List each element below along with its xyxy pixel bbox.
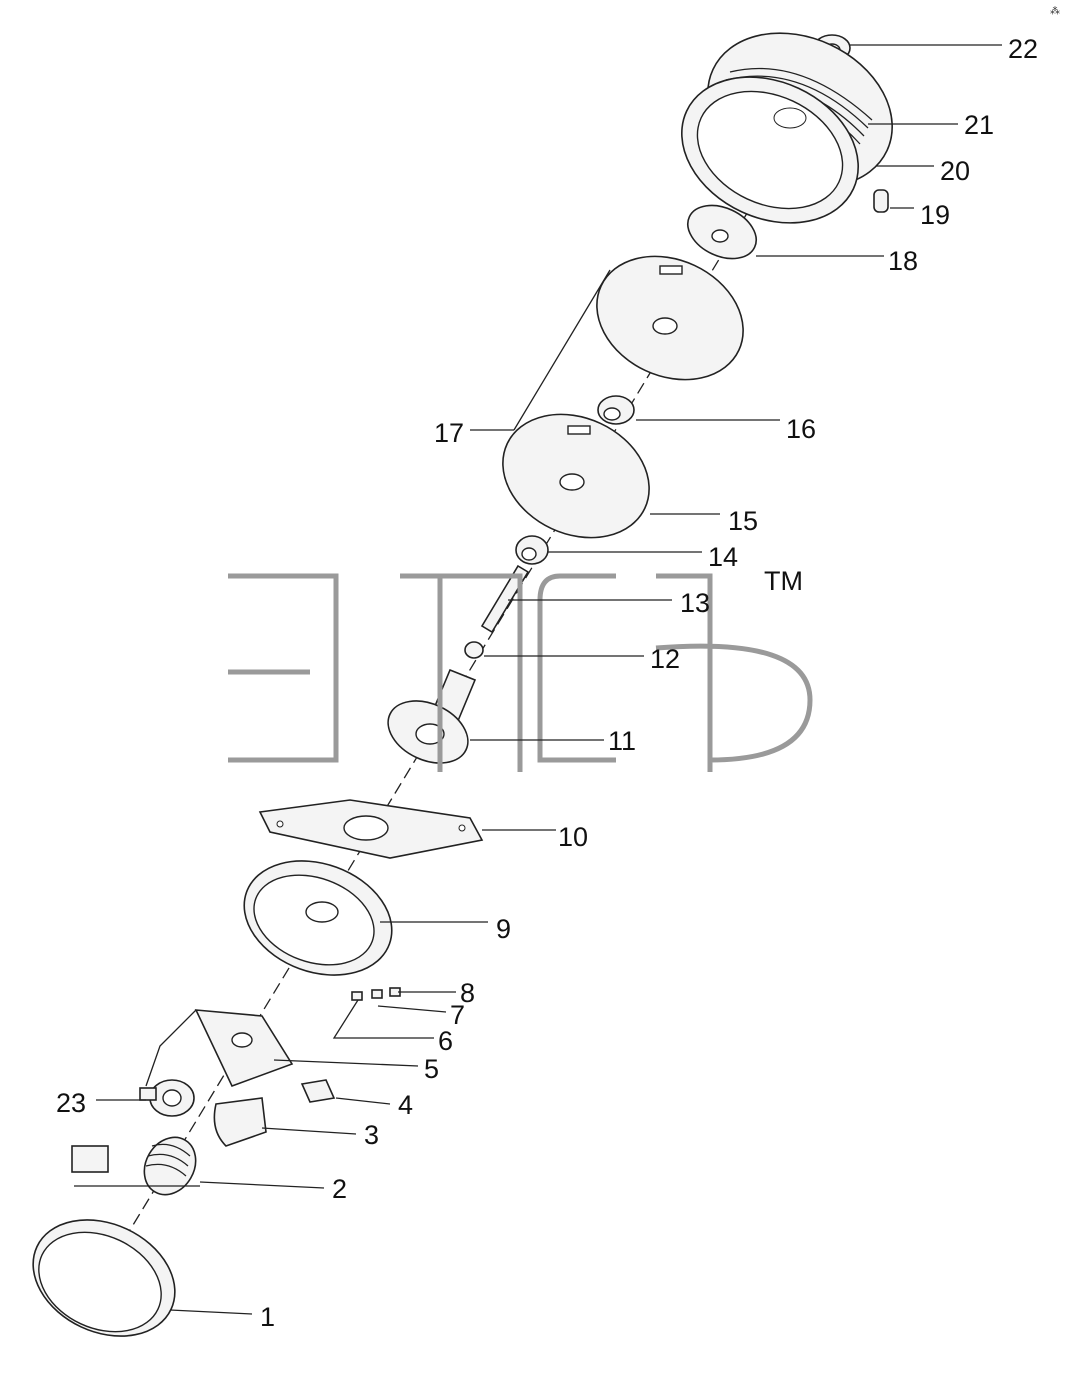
part-9-ring-housing — [243, 860, 393, 976]
callout-20: 20 — [940, 156, 970, 186]
part-20-21-pulley — [681, 32, 893, 224]
callout-18: 18 — [888, 246, 918, 276]
part-16-bushing — [597, 395, 635, 425]
part-13-shaft — [480, 564, 530, 634]
part-14-bushing — [515, 535, 549, 565]
leader-lines — [74, 44, 1002, 1315]
callout-7: 7 — [450, 1000, 465, 1030]
callout-10: 10 — [558, 822, 588, 852]
part-23-motor — [139, 1079, 195, 1117]
part-1-end-cover — [32, 1219, 176, 1337]
callout-4: 4 — [398, 1090, 413, 1120]
callout-5: 5 — [424, 1054, 439, 1084]
callout-1: 1 — [260, 1302, 275, 1332]
callout-19: 19 — [920, 200, 950, 230]
part-3-cover — [213, 1097, 267, 1147]
part-10-mounting-plate — [258, 799, 484, 859]
callout-9: 9 — [496, 914, 511, 944]
part-18-flange — [687, 204, 757, 260]
callout-labels: 22 21 20 19 18 17 16 15 14 13 12 11 10 9… — [56, 34, 1038, 1332]
watermark: TM — [228, 566, 813, 772]
part-11-flanged-housing — [387, 668, 477, 764]
callout-6: 6 — [438, 1026, 453, 1056]
part-12-ring — [464, 641, 484, 659]
callout-22: 22 — [1008, 34, 1038, 64]
part-4-block — [300, 1079, 336, 1103]
callout-17: 17 — [434, 418, 464, 448]
corner-mark: ⁂ — [1050, 6, 1060, 17]
callout-12: 12 — [650, 644, 680, 674]
callout-16: 16 — [786, 414, 816, 444]
parts-6-7-8-nuts — [351, 987, 401, 1001]
part-5-bracket — [145, 1009, 294, 1088]
callout-15: 15 — [728, 506, 758, 536]
part-15-drum-lower-disc — [502, 413, 650, 539]
callout-2: 2 — [332, 1174, 347, 1204]
callout-3: 3 — [364, 1120, 379, 1150]
trademark-mark: TM — [764, 566, 803, 596]
part-19-pin — [873, 189, 889, 213]
part-2-spring-and-connector — [71, 1136, 197, 1196]
callout-11: 11 — [608, 726, 636, 756]
callout-14: 14 — [708, 542, 738, 572]
callout-8: 8 — [460, 978, 475, 1008]
callout-23: 23 — [56, 1088, 86, 1118]
callout-13: 13 — [680, 588, 710, 618]
callout-21: 21 — [964, 110, 994, 140]
